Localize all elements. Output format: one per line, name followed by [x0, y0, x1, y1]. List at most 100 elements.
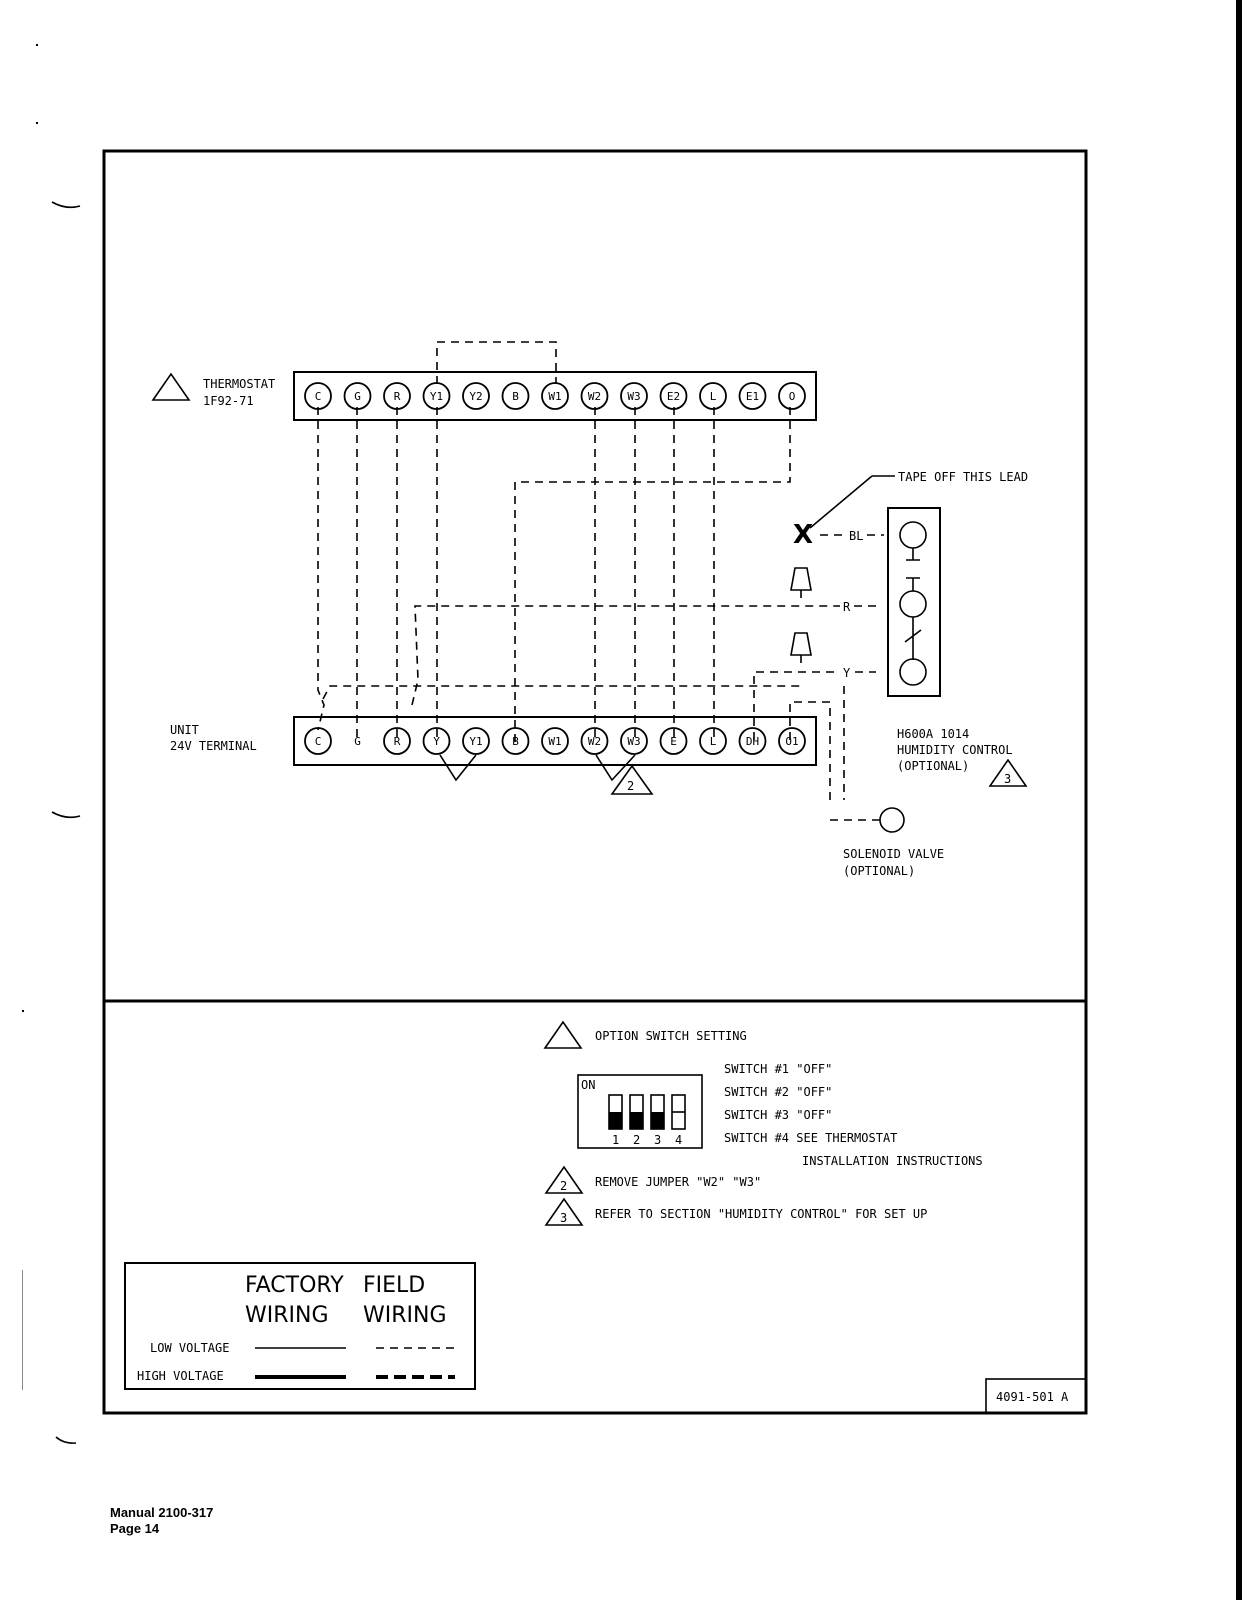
thermostat-terminal-circle	[778, 382, 806, 410]
unit-terminal-label: W2	[588, 735, 601, 748]
dip-number-2: 2	[633, 1133, 640, 1147]
wiring-legend-box	[124, 1262, 476, 1390]
tape-off-leader	[809, 475, 873, 529]
tape-off-x-icon: X	[793, 520, 813, 550]
note-2-text: REMOVE JUMPER "W2" "W3"	[595, 1175, 761, 1189]
unit-label: UNIT	[170, 723, 199, 737]
legend-high-voltage: HIGH VOLTAGE	[137, 1369, 224, 1383]
humidistat-contact-icon	[904, 548, 922, 660]
humidistat-terminal-r	[899, 590, 927, 618]
solenoid-name: SOLENOID VALVE	[843, 847, 944, 861]
thermostat-terminal-label: E1	[746, 390, 759, 403]
legend-field-line2: WIRING	[363, 1303, 447, 1328]
thermostat-terminal-label: W3	[627, 390, 640, 403]
humidistat-terminal-bl	[899, 521, 927, 549]
unit-sublabel: 24V TERMINAL	[170, 739, 257, 753]
legend-low-voltage: LOW VOLTAGE	[150, 1341, 229, 1355]
note-2-triangle-icon-legend	[544, 1165, 584, 1194]
dip-number-4: 4	[675, 1133, 682, 1147]
thermostat-terminal-strip	[293, 371, 817, 421]
jumper-w2-w3	[595, 754, 636, 782]
dip-on-label: ON	[581, 1078, 595, 1092]
unit-terminal-circle	[541, 727, 569, 755]
unit-terminal-circle	[659, 727, 688, 755]
thermostat-terminal-circle	[699, 382, 727, 410]
legend-factory-line2: WIRING	[245, 1303, 329, 1328]
unit-terminal-label: R	[394, 735, 401, 748]
unit-terminal-label: C	[315, 735, 322, 748]
thermostat-terminal-circle	[541, 382, 569, 410]
wire-label-r: R	[843, 600, 851, 614]
switch-line-1: SWITCH #1 "OFF"	[724, 1062, 832, 1076]
note-3-text: REFER TO SECTION "HUMIDITY CONTROL" FOR …	[595, 1207, 927, 1221]
tape-off-note: TAPE OFF THIS LEAD	[898, 470, 1028, 484]
note-1-title: OPTION SWITCH SETTING	[595, 1029, 747, 1043]
note-1-triangle-icon	[543, 1020, 583, 1049]
margin-marks	[51, 201, 81, 1444]
unit-terminal-label: W1	[548, 735, 561, 748]
dip-switches	[608, 1094, 686, 1130]
unit-terminal-circle	[383, 727, 411, 755]
humidity-control-model: H600A 1014	[897, 727, 969, 741]
thermostat-terminal-label: G	[354, 390, 361, 403]
drawing-number-box	[985, 1378, 1087, 1414]
humidity-control-name: HUMIDITY CONTROL	[897, 743, 1013, 757]
diagram-frame	[102, 149, 1088, 1415]
thermostat-terminal-circle	[620, 382, 648, 410]
thermostat-terminal-circle	[738, 382, 767, 410]
thermostat-terminal-label: O	[789, 390, 796, 403]
unit-terminal-circle	[620, 727, 648, 755]
note-3-legend-number: 3	[560, 1211, 567, 1225]
thermostat-terminal-label: W2	[588, 390, 601, 403]
solenoid-valve-icon	[879, 807, 905, 833]
switch-line-3: SWITCH #3 "OFF"	[724, 1108, 832, 1122]
wire-label-y: Y	[843, 666, 851, 680]
thermostat-terminal-label: Y2	[469, 390, 482, 403]
switch-line-5: INSTALLATION INSTRUCTIONS	[802, 1154, 983, 1168]
unit-terminal-circle	[738, 727, 767, 755]
unit-terminal-label: O1	[785, 735, 798, 748]
note-2-marker: 2	[627, 779, 634, 793]
note-2-legend-number: 2	[560, 1179, 567, 1193]
unit-terminal-circle	[580, 727, 609, 755]
thermostat-terminal-label: C	[315, 390, 322, 403]
thermostat-terminal-label: B	[512, 390, 519, 403]
thermostat-terminal-label: R	[394, 390, 401, 403]
unit-terminal-circle	[778, 727, 806, 755]
unit-terminal-label: Y1	[469, 735, 482, 748]
unit-terminal-label: G	[354, 735, 361, 748]
note-3-marker-humidity: 3	[1004, 772, 1011, 786]
legend-factory-line1: FACTORY	[245, 1273, 344, 1298]
dip-switch-block	[577, 1074, 703, 1149]
thermostat-terminal-circle	[462, 382, 490, 410]
thermostat-model: 1F92-71	[203, 394, 254, 408]
wire-nut-icon	[790, 632, 812, 663]
unit-terminal-label: Y	[433, 735, 440, 748]
unit-terminal-strip	[293, 716, 817, 766]
dip-number-3: 3	[654, 1133, 661, 1147]
manual-number: Manual 2100-317	[110, 1505, 214, 1520]
page-right-border	[1236, 0, 1242, 1600]
unit-terminal-circle	[462, 727, 490, 755]
jumper-y-y1	[439, 754, 477, 782]
thermostat-label: THERMOSTAT	[203, 377, 275, 391]
humidity-control-body	[887, 507, 941, 697]
switch-line-4: SWITCH #4 SEE THERMOSTAT	[724, 1131, 897, 1145]
page-footer: Manual 2100-317 Page 14	[110, 1505, 213, 1537]
switch-line-2: SWITCH #2 "OFF"	[724, 1085, 832, 1099]
unit-terminal-label: DH	[746, 735, 759, 748]
humidistat-terminal-y	[899, 658, 927, 686]
unit-terminal-label: W3	[627, 735, 640, 748]
dip-number-1: 1	[612, 1133, 619, 1147]
unit-terminal-circle	[699, 727, 727, 755]
warning-triangle-icon	[151, 372, 191, 401]
thermostat-terminal-circle	[501, 382, 530, 410]
drawing-number: 4091-501 A	[996, 1390, 1069, 1404]
wire-nut-icon	[790, 567, 812, 598]
humidity-control-optional: (OPTIONAL)	[897, 759, 969, 773]
unit-terminal-circle	[422, 727, 451, 755]
legend-field-line1: FIELD	[363, 1273, 425, 1298]
